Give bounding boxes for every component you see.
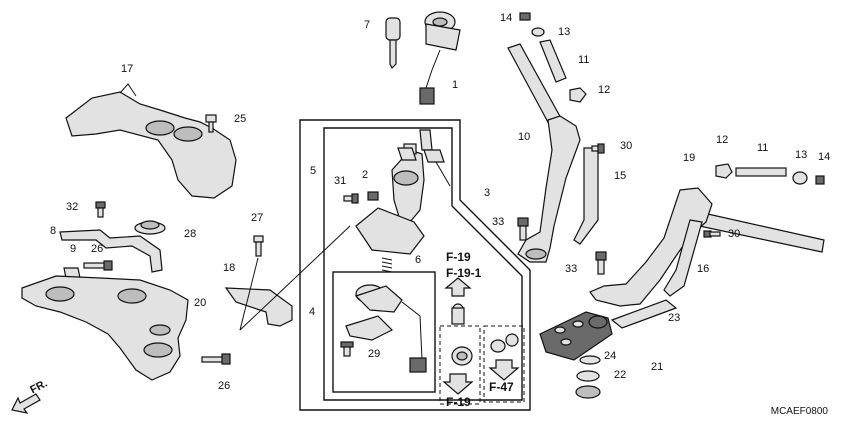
front-direction-arrow [11, 393, 41, 414]
callout-24: 24 [604, 350, 617, 362]
callout-14-lower: 14 [818, 151, 831, 163]
callout-30-lower: 30 [728, 228, 741, 240]
callout-33-right: 33 [565, 263, 578, 275]
callout-12-upper: 12 [598, 84, 611, 96]
ref-label-f19-top[interactable]: F-19 [446, 250, 471, 264]
callout-11-lower: 11 [757, 142, 769, 154]
washer-13-upper-part [531, 27, 545, 37]
washer-13-lower-part [792, 171, 808, 185]
bracket-18-part [224, 225, 351, 331]
callout-3: 3 [484, 187, 491, 199]
key-7-part [385, 17, 401, 70]
callout-15: 15 [614, 170, 627, 182]
callout-11-upper: 11 [578, 54, 590, 66]
callout-22: 22 [614, 369, 627, 381]
handlebar-left-10-part [507, 43, 581, 263]
top-cover-part [65, 83, 237, 199]
bolt-26-lower-part [201, 353, 231, 365]
callout-27: 27 [251, 212, 264, 224]
arrow-up-f19-1 [444, 277, 472, 297]
callout-4: 4 [309, 306, 316, 318]
callout-29: 29 [368, 348, 381, 360]
pin-11-upper-part [539, 39, 567, 83]
callout-7: 7 [364, 19, 371, 31]
callout-14-upper: 14 [500, 12, 513, 24]
callout-28: 28 [184, 228, 197, 240]
drawing-code: MCAEF0800 [770, 406, 828, 417]
switch-6-part [345, 284, 427, 373]
lock-cylinder-f19-part [451, 346, 473, 366]
steering-lock-3-part [355, 129, 451, 255]
bolt-33-right-part [595, 251, 607, 275]
nut-12-lower-part [715, 163, 733, 179]
assembly-frame-4 [299, 119, 531, 411]
bracket-15-part [573, 147, 599, 245]
callout-26-upper: 26 [91, 243, 104, 255]
arrow-down-f47 [488, 359, 520, 381]
callout-17: 17 [121, 63, 134, 75]
ignition-switch-1-part [419, 11, 461, 105]
callout-32: 32 [66, 201, 79, 213]
callout-33-left: 33 [492, 216, 505, 228]
grommet-28-part [134, 220, 166, 235]
callout-2: 2 [362, 169, 369, 181]
bolt-25-part [205, 114, 217, 133]
screw-14-lower-part [815, 175, 825, 185]
nut-12-upper-part [569, 87, 587, 103]
callout-5: 5 [310, 165, 317, 177]
callout-23: 23 [668, 312, 681, 324]
key-fob-21-part [539, 311, 613, 361]
plate-23-part [610, 299, 678, 329]
callout-30-upper: 30 [620, 140, 633, 152]
callout-13-upper: 13 [558, 26, 571, 38]
lock-f47-part [490, 333, 519, 353]
lock-cylinder-f19-1-part [451, 303, 465, 325]
ring-24-part [579, 355, 601, 365]
bolt-30-upper-part [591, 143, 605, 154]
pin-11-lower-part [735, 167, 787, 177]
callout-20: 20 [194, 297, 207, 309]
bracket-8-part [59, 229, 163, 273]
bolt-32-part [95, 201, 106, 218]
callout-12-lower: 12 [716, 134, 729, 146]
bolt-26-upper-part [83, 260, 113, 271]
callout-25: 25 [234, 113, 247, 125]
callout-6: 6 [415, 254, 422, 266]
callout-26-lower: 26 [218, 380, 231, 392]
callout-13-lower: 13 [795, 149, 808, 161]
bracket-16-part [663, 219, 703, 297]
screw-29-part [340, 341, 354, 357]
ref-box-f47 [483, 325, 525, 403]
top-bridge-part [21, 275, 189, 381]
callout-19: 19 [683, 152, 696, 164]
callout-21: 21 [651, 361, 664, 373]
callout-31: 31 [334, 175, 347, 187]
assembly-frame-5 [323, 127, 523, 401]
assembly-frame-6 [332, 271, 436, 393]
callout-16: 16 [697, 263, 710, 275]
callout-8: 8 [50, 225, 57, 237]
ref-label-f47[interactable]: F-47 [489, 380, 514, 394]
bolt-30-lower-part [703, 230, 721, 238]
battery-part [575, 385, 601, 399]
screw-31-part [343, 193, 359, 204]
callout-18: 18 [223, 262, 236, 274]
screw-14-upper-part [519, 12, 531, 21]
callout-10: 10 [518, 131, 531, 143]
arrow-down-f19 [442, 373, 474, 395]
callout-9: 9 [70, 243, 77, 255]
bolt-33-left-part [517, 217, 529, 241]
ref-label-f19-bottom[interactable]: F-19 [446, 395, 471, 409]
callout-1: 1 [452, 79, 459, 91]
cap-22-part [576, 370, 600, 382]
ref-label-f19-1[interactable]: F-19-1 [446, 266, 482, 280]
spring-part [381, 257, 393, 273]
ref-box-f19 [439, 325, 481, 405]
handlebar-right-19-part [589, 187, 825, 307]
bolt-27-part [253, 235, 264, 257]
clip-2-part [367, 191, 379, 201]
